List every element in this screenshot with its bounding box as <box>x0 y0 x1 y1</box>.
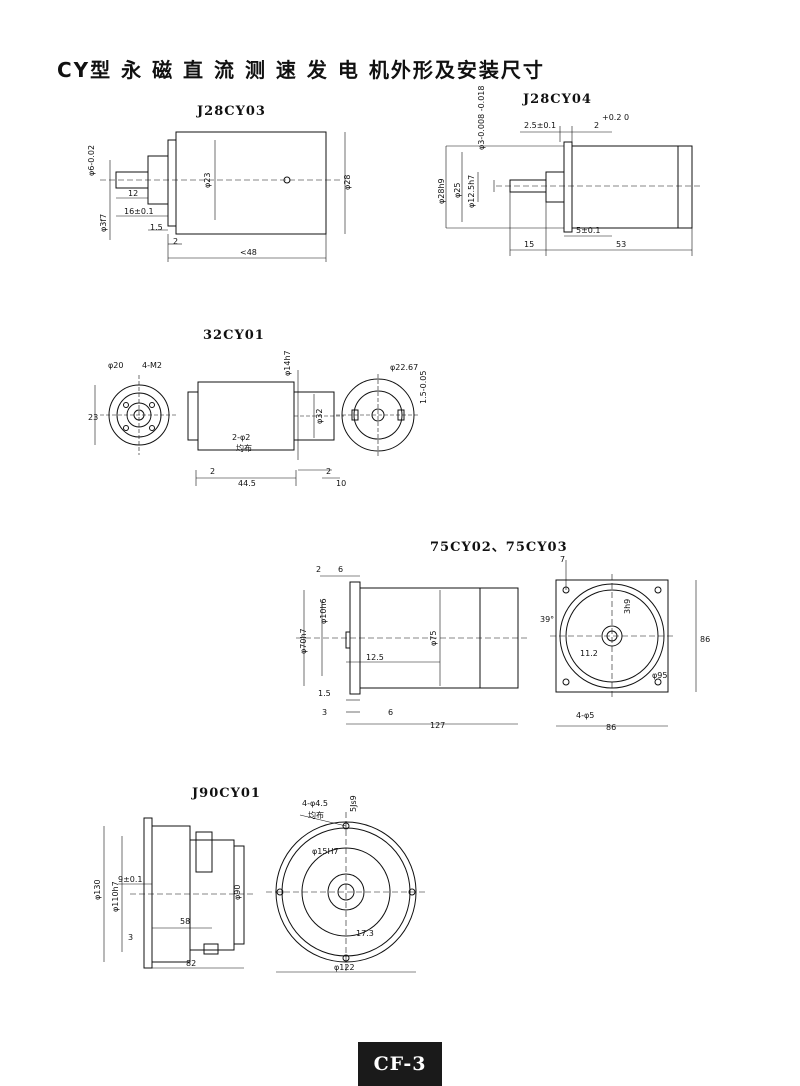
dim-9: 9±0.1 <box>118 875 143 884</box>
dim-dia-28: φ28 <box>343 175 352 190</box>
dim-hole: 2-φ2 <box>232 433 250 442</box>
dim-length-48: <48 <box>240 248 257 257</box>
drawing-j90cy01 <box>103 812 426 973</box>
dim-2b: 2 <box>326 467 331 476</box>
dim-dia-95: φ95 <box>652 671 667 680</box>
model-label-75cy: 75CY02、75CY03 <box>430 540 568 555</box>
dim-dia-25: φ25 <box>453 183 462 198</box>
dim-dia-20: φ20 <box>108 361 123 370</box>
dim-length-1-5: 1.5 <box>150 223 163 232</box>
dim-holes: 4-φ5 <box>576 711 594 720</box>
model-label-j90cy01: J90CY01 <box>192 786 261 801</box>
dim-6: 6 <box>338 565 343 574</box>
dim-dia-28h9: φ28h9 <box>437 178 446 204</box>
dim-6b: 6 <box>388 708 393 717</box>
page-code-badge: CF-3 <box>358 1042 442 1086</box>
model-label-32cy01: 32CY01 <box>203 328 265 343</box>
dim-even-note: 均布 <box>308 810 324 820</box>
dim-height-23: 23 <box>88 413 98 422</box>
dim-dia-15: φ15H7 <box>312 847 339 856</box>
dim-2: 2 <box>594 121 599 130</box>
dim-dia-12-5: φ12.5h7 <box>467 175 476 208</box>
dim-1-5: 1.5 <box>318 689 331 698</box>
dim-17-3: 17.3 <box>356 929 374 938</box>
dim-86a: 86 <box>606 723 616 732</box>
dim-dia-110: φ110h7 <box>111 881 120 912</box>
dim-1-5: 1.5-0.05 <box>419 371 428 404</box>
dim-11-2: 11.2 <box>580 649 598 658</box>
dim-angle: 39° <box>540 615 554 624</box>
dim-keyway: 5Js9 <box>349 795 358 812</box>
dim-127: 127 <box>430 721 445 730</box>
dim-dia-70: φ70h7 <box>299 628 308 654</box>
dim-tolerance: φ3-0.008 -0.018 <box>477 86 486 151</box>
dim-length-16: 16±0.1 <box>124 207 154 216</box>
dim-12-5: 12.5 <box>366 653 384 662</box>
drawing-j28cy03 <box>100 131 346 262</box>
dim-86b: 86 <box>700 635 710 644</box>
dim-2a: 2 <box>210 467 215 476</box>
dim-dia-10: φ10h6 <box>319 598 328 624</box>
dim-2: 2 <box>316 565 321 574</box>
dim-dia-14: φ14h7 <box>283 350 292 376</box>
model-label-j28cy03: J28CY03 <box>197 104 266 119</box>
page-title: CY型 永 磁 直 流 测 速 发 电 机外形及安装尺寸 <box>57 58 545 82</box>
dim-dia-32: φ32 <box>315 409 324 424</box>
dim-length-2: 2 <box>173 237 178 246</box>
dim-7: 7 <box>560 555 565 564</box>
dim-dia-122: φ122 <box>334 963 355 972</box>
dim-dia-130: φ130 <box>93 879 102 900</box>
dim-holes: 4-φ4.5 <box>302 799 328 808</box>
dim-thread: 4-M2 <box>142 361 162 370</box>
drawing-j28cy04 <box>445 126 700 256</box>
dim-53: 53 <box>616 240 626 249</box>
dim-58: 58 <box>180 917 190 926</box>
dim-2-tolerance: +0.2 0 <box>602 113 629 122</box>
dim-dia-90: φ90 <box>233 885 242 900</box>
drawing-32cy01 <box>94 370 420 486</box>
dim-10: 10 <box>336 479 346 488</box>
dim-2-5: 2.5±0.1 <box>524 121 556 130</box>
dim-even-note: 均布 <box>236 443 252 453</box>
dim-dia-22-67: φ22.67 <box>390 363 418 372</box>
dim-3: 3 <box>128 933 133 942</box>
drawing-75cy <box>296 560 697 727</box>
dim-3: 3 <box>322 708 327 717</box>
dim-3h9: 3h9 <box>623 599 632 614</box>
dim-length-12: 12 <box>128 189 138 198</box>
dim-15: 15 <box>524 240 534 249</box>
dim-dia-75: φ75 <box>429 631 438 646</box>
dim-dia-23: φ23 <box>203 173 212 188</box>
dim-44-5: 44.5 <box>238 479 256 488</box>
dim-shaft: φ6-0.02 <box>87 145 96 176</box>
dim-82: 82 <box>186 959 196 968</box>
dim-5: 5±0.1 <box>576 226 601 235</box>
dim-shaft-fit: φ3f7 <box>99 214 108 232</box>
model-label-j28cy04: J28CY04 <box>523 92 592 107</box>
